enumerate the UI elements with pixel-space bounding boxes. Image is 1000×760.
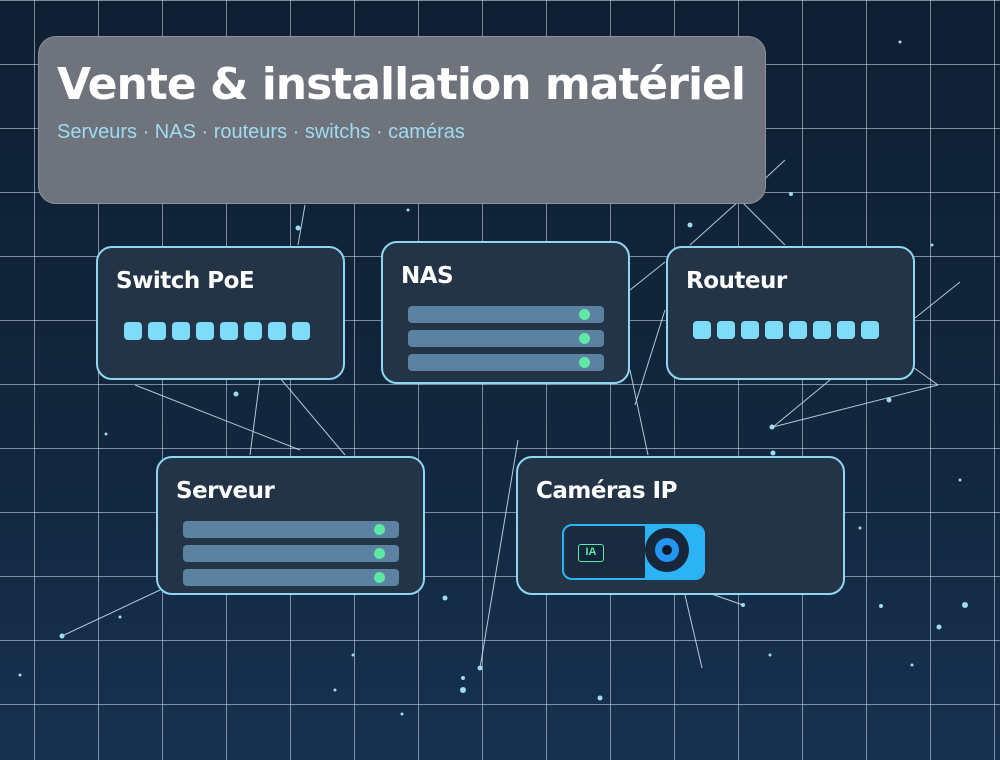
node-dot xyxy=(104,432,108,436)
node-dot xyxy=(460,687,466,693)
node-dot xyxy=(597,695,603,701)
node-dot xyxy=(233,391,239,397)
port-icon xyxy=(172,322,190,340)
node-dot xyxy=(18,673,22,677)
camera-card[interactable]: Caméras IP IA xyxy=(516,456,845,595)
status-led-icon xyxy=(374,524,385,535)
node-dot xyxy=(741,603,745,607)
node-dot xyxy=(770,450,776,456)
node-dot xyxy=(442,595,448,601)
port-icon xyxy=(789,321,807,339)
nas-bays xyxy=(408,306,604,371)
link-line xyxy=(684,594,703,669)
link-line xyxy=(297,204,306,246)
node-dot xyxy=(886,397,892,403)
server-card[interactable]: Serveur xyxy=(156,456,425,595)
port-icon xyxy=(741,321,759,339)
page-title: Vente & installation matériel xyxy=(57,59,746,110)
node-dot xyxy=(910,663,914,667)
link-line xyxy=(279,377,346,456)
port-icon xyxy=(292,322,310,340)
port-icon xyxy=(837,321,855,339)
switch-title: Switch PoE xyxy=(116,268,255,294)
node-dot xyxy=(962,602,968,608)
switch-ports xyxy=(124,322,310,340)
port-icon xyxy=(861,321,879,339)
drive-bay xyxy=(408,306,604,323)
node-dot xyxy=(295,225,301,231)
port-icon xyxy=(196,322,214,340)
node-dot xyxy=(333,688,337,692)
switch-card[interactable]: Switch PoE xyxy=(96,246,345,380)
link-line xyxy=(479,439,519,669)
node-dot xyxy=(898,40,902,44)
link-line xyxy=(629,369,649,456)
node-dot xyxy=(769,424,775,430)
router-ports xyxy=(693,321,879,339)
camera-lens-icon xyxy=(645,528,689,572)
drive-bay xyxy=(408,330,604,347)
status-led-icon xyxy=(579,309,590,320)
port-icon xyxy=(765,321,783,339)
link-line xyxy=(772,379,831,428)
link-line xyxy=(772,384,939,428)
node-dot xyxy=(59,633,65,639)
port-icon xyxy=(268,322,286,340)
link-line xyxy=(689,199,741,246)
link-line xyxy=(739,199,786,246)
port-icon xyxy=(244,322,262,340)
node-dot xyxy=(400,712,404,716)
port-icon xyxy=(124,322,142,340)
server-bays xyxy=(183,521,399,586)
node-dot xyxy=(958,478,962,482)
node-dot xyxy=(477,665,483,671)
link-line xyxy=(914,281,961,319)
status-led-icon xyxy=(374,572,385,583)
node-dot xyxy=(858,526,862,530)
drive-bay xyxy=(408,354,604,371)
node-dot xyxy=(461,676,465,680)
node-dot xyxy=(687,222,693,228)
nas-title: NAS xyxy=(401,263,454,289)
camera-title: Caméras IP xyxy=(536,478,677,504)
router-title: Routeur xyxy=(686,268,787,294)
node-dot xyxy=(118,615,122,619)
nas-card[interactable]: NAS xyxy=(381,241,630,384)
ia-badge: IA xyxy=(578,544,604,562)
link-line xyxy=(629,261,666,291)
drive-bay xyxy=(183,521,399,538)
node-dot xyxy=(930,243,934,247)
port-icon xyxy=(693,321,711,339)
link-line xyxy=(134,384,301,451)
link-line xyxy=(909,364,939,386)
port-icon xyxy=(717,321,735,339)
port-icon xyxy=(220,322,238,340)
link-line xyxy=(61,589,161,637)
router-card[interactable]: Routeur xyxy=(666,246,915,380)
node-dot xyxy=(768,653,772,657)
node-dot xyxy=(351,653,355,657)
ip-camera-icon: IA xyxy=(562,524,705,580)
status-led-icon xyxy=(579,357,590,368)
drive-bay xyxy=(183,545,399,562)
node-dot xyxy=(789,192,793,196)
link-line xyxy=(634,309,666,406)
node-dot xyxy=(406,208,410,212)
node-dot xyxy=(936,624,942,630)
status-led-icon xyxy=(579,333,590,344)
node-dot xyxy=(879,604,883,608)
page-subtitle: Serveurs · NAS · routeurs · switchs · ca… xyxy=(57,121,465,143)
link-line xyxy=(249,377,261,456)
drive-bay xyxy=(183,569,399,586)
header-panel: Vente & installation matériel Serveurs ·… xyxy=(38,36,766,204)
server-title: Serveur xyxy=(176,478,275,504)
status-led-icon xyxy=(374,548,385,559)
port-icon xyxy=(148,322,166,340)
port-icon xyxy=(813,321,831,339)
